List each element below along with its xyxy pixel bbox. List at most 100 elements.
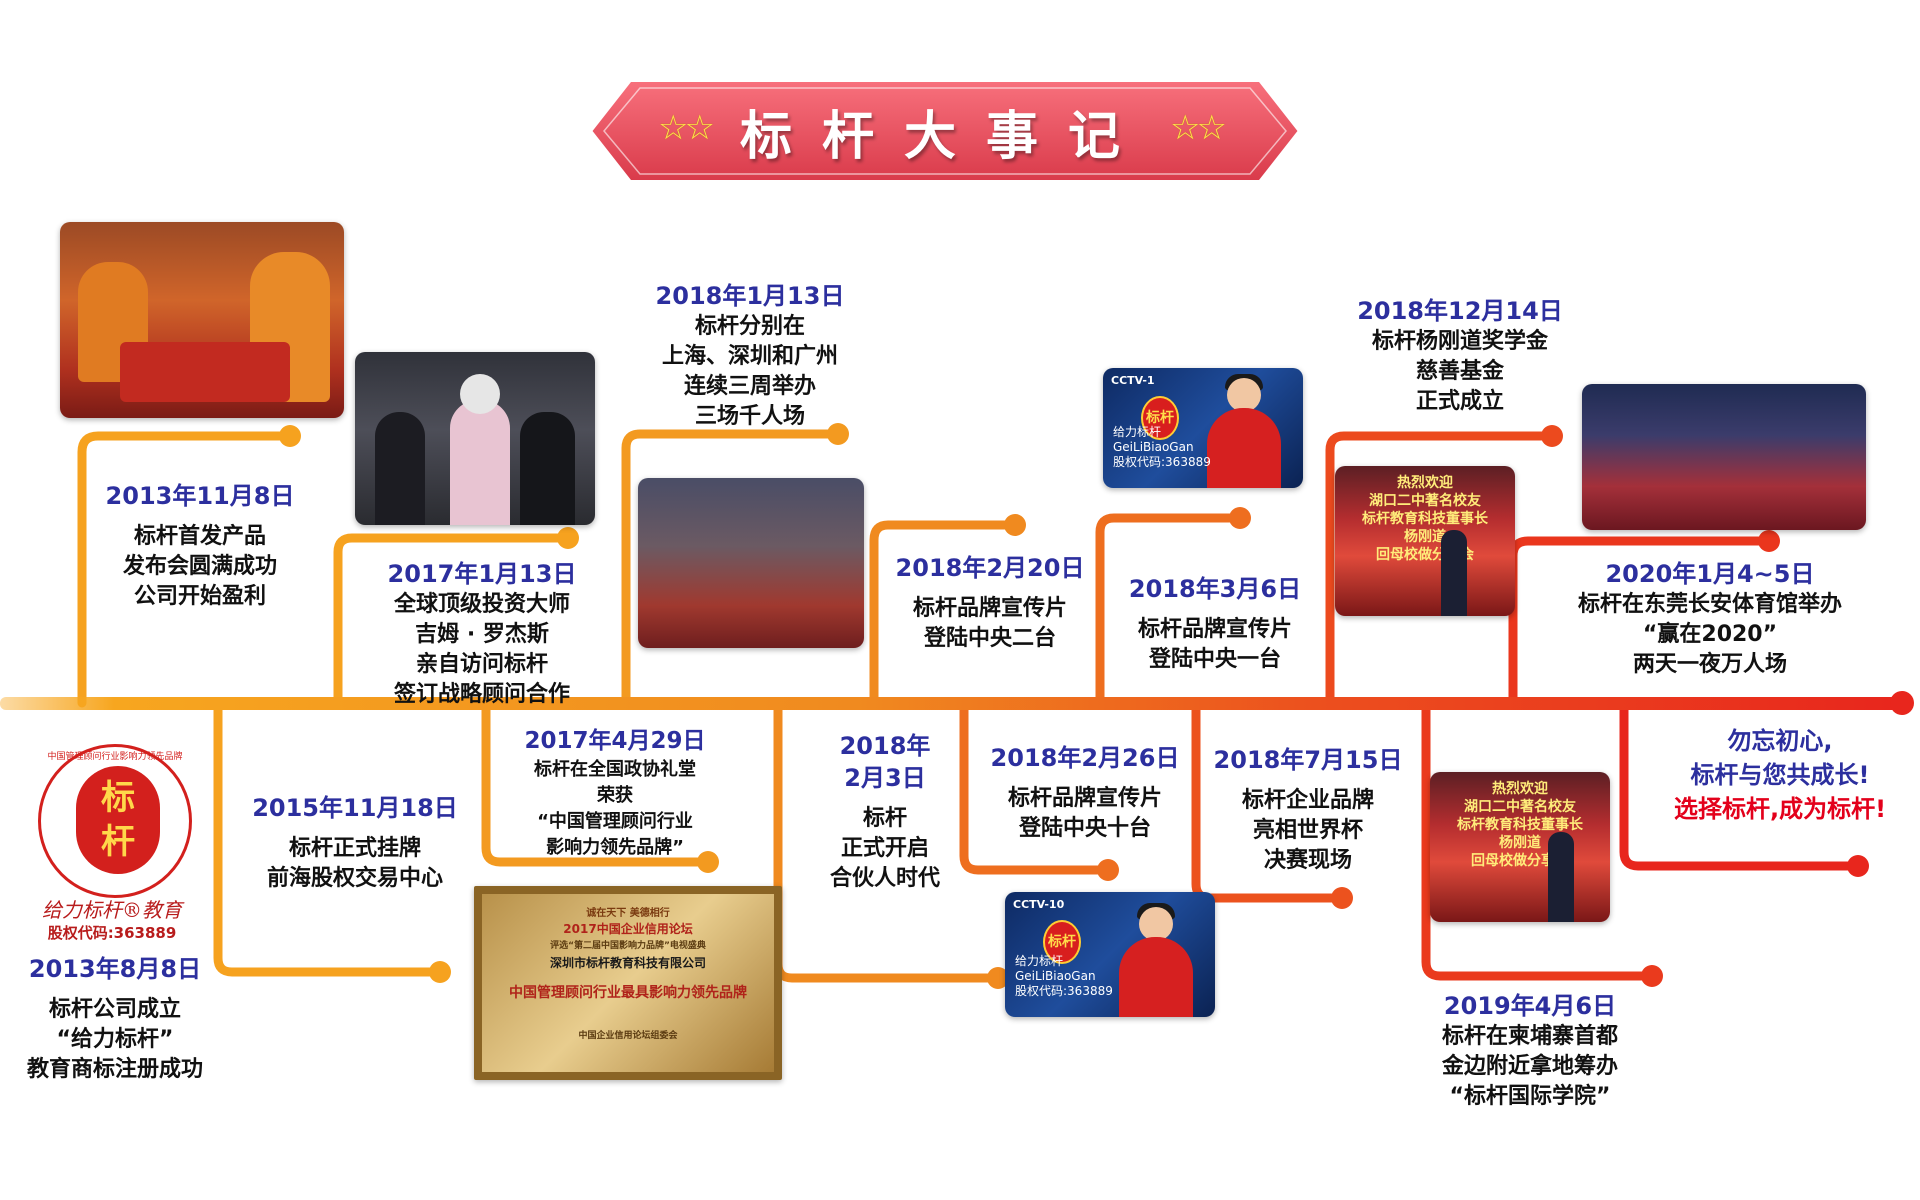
event-2018-03-06: 2018年3月6日 标杆品牌宣传片 登陆中央一台 bbox=[1110, 573, 1320, 675]
timeline-branch bbox=[481, 698, 713, 867]
timeline-branch bbox=[77, 431, 295, 708]
event-line: 正式成立 bbox=[1415, 389, 1504, 414]
event-line: 影响力领先品牌” bbox=[546, 837, 684, 858]
event-date: 2018年3月6日 bbox=[1128, 575, 1302, 603]
photo-certificate: 诚在天下 美德相行 2017中国企业信用论坛 评选“第二届中国影响力品牌”电视盛… bbox=[474, 886, 782, 1080]
event-line: 慈善基金 bbox=[1415, 359, 1504, 384]
event-line: 标杆分别在 bbox=[694, 314, 805, 339]
cctv10-logo: CCTV-10 bbox=[1013, 898, 1065, 911]
event-line: 标杆在柬埔寨首都 bbox=[1441, 1024, 1618, 1049]
timeline-node-dot bbox=[697, 851, 719, 873]
event-date: 2018年2月20日 bbox=[895, 554, 1085, 582]
event-2018-02-03: 2018年 2月3日 标杆 正式开启 合伙人时代 bbox=[800, 730, 970, 894]
event-date: 2018年7月15日 bbox=[1213, 746, 1403, 774]
axis-end-dot bbox=[1890, 691, 1914, 715]
event-line: 亮相世界杯 bbox=[1252, 818, 1363, 843]
event-line: 发布会圆满成功 bbox=[122, 554, 277, 579]
slogan-line-2: 标杆与您共成长! bbox=[1690, 761, 1870, 789]
event-date-2: 2月3日 bbox=[844, 764, 926, 792]
timeline-branch bbox=[869, 520, 1020, 708]
event-line: 上海、深圳和广州 bbox=[661, 344, 838, 369]
cert-sub: 评选“第二届中国影响力品牌”电视盛典 bbox=[550, 941, 706, 951]
timeline-node-dot bbox=[279, 425, 301, 447]
event-line: 金边附近拿地筹办 bbox=[1441, 1054, 1618, 1079]
event-line: 标杆 bbox=[862, 806, 907, 831]
event-line: 标杆在全国政协礼堂 bbox=[534, 759, 696, 780]
event-2017-01-13: 2017年1月13日 全球顶级投资大师 吉姆 · 罗杰斯 亲自访问标杆 签订战略… bbox=[372, 558, 592, 710]
logo-code: 股权代码:363889 bbox=[47, 924, 177, 942]
photo-jim-rogers bbox=[355, 352, 595, 525]
page-title: 标杆大事记 bbox=[739, 106, 1150, 167]
event-2013-08-08: 2013年8月8日 标杆公司成立 “给力标杆” 教育商标注册成功 bbox=[10, 953, 220, 1085]
event-2015-11-18: 2015年11月18日 标杆正式挂牌 前海股权交易中心 bbox=[240, 792, 470, 894]
event-line: 公司开始盈利 bbox=[133, 584, 266, 609]
banner-shape bbox=[590, 78, 1300, 184]
event-line: 连续三周举办 bbox=[683, 374, 816, 399]
event-line: 荣获 bbox=[597, 785, 633, 806]
event-line: 签订战略顾问合作 bbox=[393, 682, 570, 707]
event-line: 三场千人场 bbox=[694, 404, 805, 429]
event-2018-12-14: 2018年12月14日 标杆杨刚道奖学金 慈善基金 正式成立 bbox=[1340, 295, 1580, 417]
slogan-line-1: 勿忘初心, bbox=[1727, 727, 1833, 755]
event-line: 决赛现场 bbox=[1263, 848, 1352, 873]
event-2020-01-04: 2020年1月4~5日 标杆在东莞长安体育馆举办 “赢在2020” 两天一夜万人… bbox=[1545, 558, 1875, 680]
event-2018-02-26: 2018年2月26日 标杆品牌宣传片 登陆中央十台 bbox=[975, 742, 1195, 844]
event-date: 2018年1月13日 bbox=[655, 282, 845, 310]
event-line: 标杆品牌宣传片 bbox=[912, 596, 1067, 621]
presenter-head bbox=[1139, 907, 1173, 941]
cctv1-brand-badge: 标杆 bbox=[1141, 396, 1179, 440]
photo-school-event-2: 热烈欢迎湖口二中著名校友标杆教育科技董事长杨刚道回母校做分享会 bbox=[1430, 772, 1610, 922]
event-line: “给力标杆” bbox=[56, 1027, 174, 1052]
event-date: 2018年12月14日 bbox=[1357, 297, 1563, 325]
event-line: 标杆品牌宣传片 bbox=[1007, 786, 1162, 811]
event-line: 标杆杨刚道奖学金 bbox=[1371, 329, 1548, 354]
event-2018-01-13: 2018年1月13日 标杆分别在 上海、深圳和广州 连续三周举办 三场千人场 bbox=[640, 280, 860, 432]
logo-ring-text: 中国管理顾问行业影响力领先品牌 bbox=[47, 752, 183, 762]
event-line: “中国管理顾问行业 bbox=[537, 811, 693, 832]
event-line: 标杆正式挂牌 bbox=[288, 836, 421, 861]
timeline-branch bbox=[959, 698, 1113, 875]
presenter-body bbox=[1207, 408, 1281, 488]
event-line: “标杆国际学院” bbox=[1449, 1084, 1611, 1109]
cert-award: 中国管理顾问行业最具影响力领先品牌 bbox=[509, 985, 747, 1001]
event-line: “赢在2020” bbox=[1642, 622, 1778, 647]
cert-company: 深圳市标杆教育科技有限公司 bbox=[549, 956, 706, 970]
cert-top: 诚在天下 美德相行 bbox=[586, 908, 670, 919]
cctv10-brand-badge: 标杆 bbox=[1043, 920, 1081, 964]
timeline-node-dot bbox=[557, 527, 579, 549]
logo-circle: 中国管理顾问行业影响力领先品牌 标 杆 bbox=[38, 744, 192, 898]
photo-scholarship-school: 热烈欢迎湖口二中著名校友标杆教育科技董事长杨刚道回母校做分享会 bbox=[1335, 466, 1515, 616]
event-line: 两天一夜万人场 bbox=[1632, 652, 1787, 677]
main-axis bbox=[0, 697, 1902, 710]
timeline-node-dot bbox=[1758, 530, 1780, 552]
photo-thousand-event bbox=[638, 478, 864, 648]
stars-left-icon: ☆☆ bbox=[658, 108, 715, 148]
event-date: 2018年2月26日 bbox=[990, 744, 1180, 772]
event-2018-02-20: 2018年2月20日 标杆品牌宣传片 登陆中央二台 bbox=[880, 552, 1100, 654]
stars-right-icon: ☆☆ bbox=[1170, 108, 1227, 148]
timeline-branch bbox=[213, 698, 445, 977]
presenter-body bbox=[1119, 937, 1193, 1017]
timeline-branch bbox=[1325, 431, 1557, 708]
cert-forum: 2017中国企业信用论坛 bbox=[563, 922, 693, 936]
event-line: 登陆中央十台 bbox=[1018, 816, 1151, 841]
event-2013-11-08: 2013年11月8日 标杆首发产品 发布会圆满成功 公司开始盈利 bbox=[95, 480, 305, 612]
event-line: 教育商标注册成功 bbox=[26, 1057, 203, 1082]
cctv1-logo: CCTV-1 bbox=[1111, 374, 1155, 387]
event-date: 2015年11月18日 bbox=[252, 794, 458, 822]
timeline-branch bbox=[1421, 698, 1657, 981]
timeline-node-dot bbox=[1847, 855, 1869, 877]
timeline-node-dot bbox=[827, 423, 849, 445]
timeline-node-dot bbox=[1541, 425, 1563, 447]
timeline-branch bbox=[1619, 698, 1863, 871]
closing-slogan: 勿忘初心, 标杆与您共成长! 选择标杆,成为标杆! bbox=[1630, 724, 1920, 826]
brand-logo: 中国管理顾问行业影响力领先品牌 标 杆 给力标杆®教育 股权代码:363889 bbox=[22, 744, 202, 942]
event-2018-07-15: 2018年7月15日 标杆企业品牌 亮相世界杯 决赛现场 bbox=[1198, 744, 1418, 876]
timeline-branch bbox=[333, 533, 573, 708]
logo-char-1: 标 bbox=[101, 778, 135, 818]
